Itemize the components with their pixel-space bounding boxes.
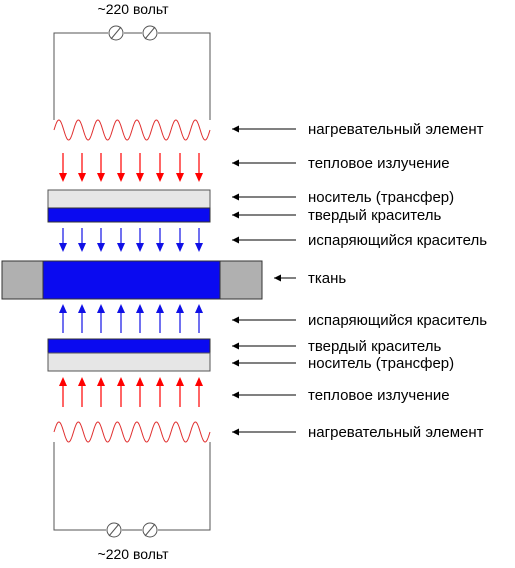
heat-arrow-top-3 [97, 153, 105, 182]
heat-arrow-bottom-6 [156, 377, 164, 407]
label-vapor-bottom: испаряющийся краситель [308, 312, 487, 329]
vapor-arrow-top-7 [176, 228, 184, 252]
bottom-terminal-right [142, 522, 158, 538]
label-heater-top: нагревательный элемент [308, 121, 484, 138]
vapor-arrow-top-1 [59, 228, 67, 252]
top-heater-coil [53, 119, 211, 141]
heat-arrow-top-7 [176, 153, 184, 182]
fabric-right-edge [219, 260, 263, 300]
heat-arrow-bottom-2 [78, 377, 86, 407]
heat-arrow-top-2 [78, 153, 86, 182]
heat-arrow-top-6 [156, 153, 164, 182]
bottom-heater-coil [53, 421, 211, 443]
vapor-arrow-bottom-4 [117, 304, 125, 333]
vapor-arrow-top-4 [117, 228, 125, 252]
vapor-arrow-bottom-6 [156, 304, 164, 333]
heat-arrow-top-4 [117, 153, 125, 182]
vapor-arrow-top-8 [195, 228, 203, 252]
bottom-terminal-left [106, 522, 122, 538]
vapor-arrow-bottom-1 [59, 304, 67, 333]
bottom-heat-arrows [59, 377, 203, 407]
vapor-arrow-top-5 [136, 228, 144, 252]
heat-arrow-top-8 [195, 153, 203, 182]
label-heat-top: тепловое излучение [308, 155, 450, 172]
fabric-left-edge [1, 260, 44, 300]
label-dye-bottom: твердый краситель [308, 338, 442, 355]
top-solid-dye-strip [47, 207, 211, 223]
fabric-dyed-center [42, 260, 221, 300]
top-heat-arrows [59, 153, 203, 182]
bottom-vapor-arrows [59, 304, 203, 333]
heat-arrow-top-1 [59, 153, 67, 182]
heat-arrow-bottom-4 [117, 377, 125, 407]
vapor-arrow-bottom-8 [195, 304, 203, 333]
top-power-circuit [53, 32, 211, 120]
vapor-arrow-top-2 [78, 228, 86, 252]
label-heat-bottom: тепловое излучение [308, 387, 450, 404]
heat-arrow-bottom-5 [136, 377, 144, 407]
vapor-arrow-top-3 [97, 228, 105, 252]
vapor-arrow-top-6 [156, 228, 164, 252]
top-carrier-strip [47, 189, 211, 209]
vapor-arrow-bottom-5 [136, 304, 144, 333]
bottom-solid-dye-strip [47, 338, 211, 354]
label-heater-bottom: нагревательный элемент [308, 424, 484, 441]
vapor-arrow-bottom-7 [176, 304, 184, 333]
heat-arrow-top-5 [136, 153, 144, 182]
label-carrier-top: носитель (трансфер) [308, 189, 454, 206]
heat-arrow-bottom-8 [195, 377, 203, 407]
heat-arrow-bottom-7 [176, 377, 184, 407]
vapor-arrow-bottom-3 [97, 304, 105, 333]
label-fabric: ткань [308, 270, 346, 287]
label-vapor-top: испаряющийся краситель [308, 232, 487, 249]
pointer-arrows [232, 125, 296, 436]
top-vapor-arrows [59, 228, 203, 252]
vapor-arrow-bottom-2 [78, 304, 86, 333]
bottom-power-circuit [53, 442, 211, 531]
top-terminal-right [142, 25, 158, 41]
bottom-voltage-label: ~220 вольт [98, 546, 170, 562]
heat-arrow-bottom-1 [59, 377, 67, 407]
top-terminal-left [108, 25, 124, 41]
label-carrier-bottom: носитель (трансфер) [308, 355, 454, 372]
bottom-carrier-strip [47, 352, 211, 372]
label-dye-top: твердый краситель [308, 207, 442, 224]
heat-arrow-bottom-3 [97, 377, 105, 407]
top-voltage-label: ~220 вольт [98, 1, 170, 17]
